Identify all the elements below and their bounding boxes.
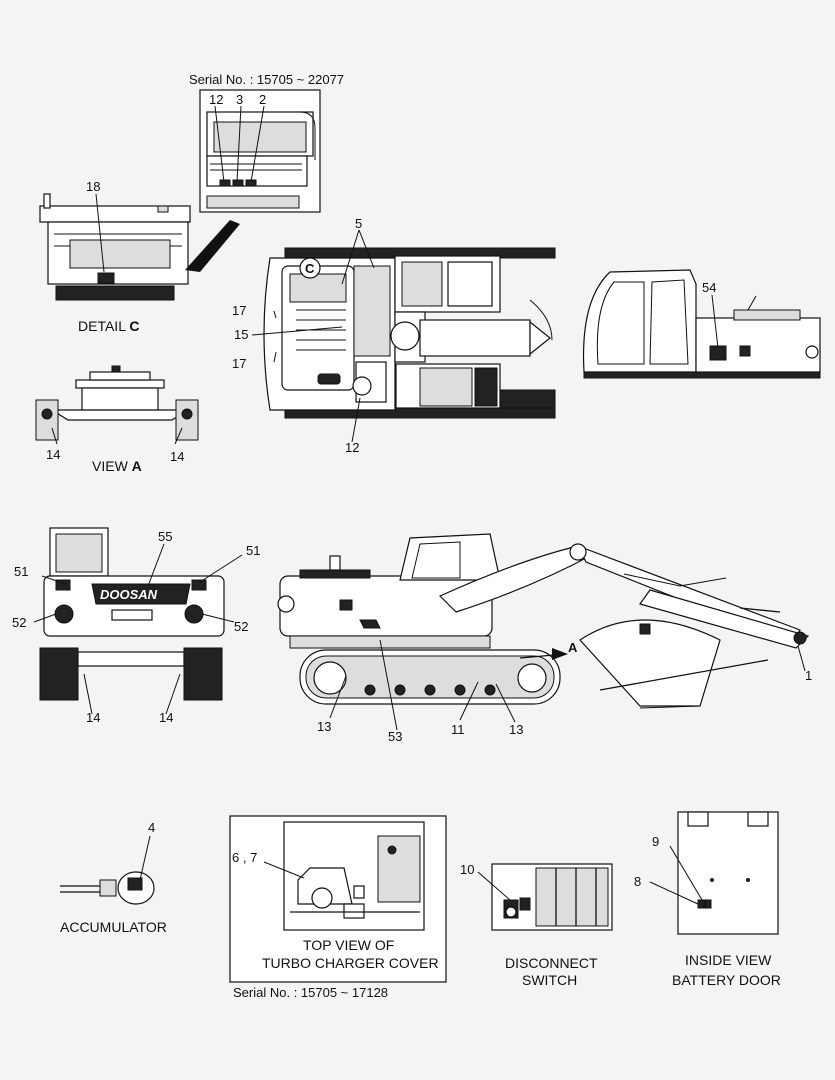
callout-17-bottom: 17 xyxy=(232,356,246,371)
callout-11: 11 xyxy=(451,722,465,737)
caption-turbo-line2: TURBO CHARGER COVER xyxy=(262,955,439,971)
caption-disconnect-line2: SWITCH xyxy=(522,972,577,988)
callout-54: 54 xyxy=(702,280,716,295)
rear-view-drawing: DOOSAN 55 51 51 52 52 14 14 xyxy=(12,527,260,725)
caption-detail-c: DETAIL C xyxy=(78,318,139,334)
callout-5: 5 xyxy=(355,216,362,231)
caption-turbo-line1: TOP VIEW OF xyxy=(303,937,394,953)
turbo-cover-panel: 6 , 7 TOP VIEW OF TURBO CHARGER COVER xyxy=(229,815,447,983)
callout-51-right: 51 xyxy=(246,543,260,558)
callout-9: 9 xyxy=(652,834,659,849)
callout-14-rear-right: 14 xyxy=(159,710,173,725)
callout-55: 55 xyxy=(158,529,172,544)
callout-4: 4 xyxy=(148,820,155,835)
callout-8: 8 xyxy=(634,874,641,889)
caption-battery-line1: INSIDE VIEW xyxy=(685,952,772,968)
callout-12-top-view: 12 xyxy=(345,440,359,455)
caption-disconnect-line1: DISCONNECT xyxy=(505,955,598,971)
serial-turbo: Serial No. : 15705 ~ 17128 xyxy=(233,985,388,1000)
callout-18: 18 xyxy=(86,179,100,194)
battery-door-drawing: 9 8 xyxy=(634,811,779,935)
callout-52-right: 52 xyxy=(234,619,248,634)
callout-3: 3 xyxy=(236,92,243,107)
callout-17-top: 17 xyxy=(232,303,246,318)
marker-c: C xyxy=(305,261,315,276)
detail-c-inset: 12 3 2 xyxy=(199,89,321,213)
main-excavator-drawing: A 1 13 53 11 13 xyxy=(277,533,812,744)
disconnect-switch-drawing: 10 xyxy=(460,862,613,931)
callout-14-view-a-right: 14 xyxy=(170,449,184,464)
caption-battery-line2: BATTERY DOOR xyxy=(672,972,781,988)
callout-52-left: 52 xyxy=(12,615,26,630)
caption-accumulator: ACCUMULATOR xyxy=(60,919,167,935)
marker-a: A xyxy=(568,640,578,655)
callout-14-view-a-left: 14 xyxy=(46,447,60,462)
callout-6-7: 6 , 7 xyxy=(232,850,257,865)
top-view-drawing: C 5 17 15 17 12 xyxy=(232,216,556,455)
side-view-drawing: 54 xyxy=(582,269,821,379)
callout-53: 53 xyxy=(388,729,402,744)
detail-c-drawing: 18 xyxy=(39,179,240,301)
caption-view-a: VIEW A xyxy=(92,458,142,474)
callout-51-left: 51 xyxy=(14,564,28,579)
callout-15: 15 xyxy=(234,327,248,342)
callout-10: 10 xyxy=(460,862,474,877)
callout-14-rear-left: 14 xyxy=(86,710,100,725)
serial-detail-c: Serial No. : 15705 ~ 22077 xyxy=(189,72,344,87)
callout-1: 1 xyxy=(805,668,812,683)
accumulator-drawing: 4 xyxy=(60,820,155,905)
brand-logo: DOOSAN xyxy=(100,587,158,602)
callout-13-right: 13 xyxy=(509,722,523,737)
callout-13-left: 13 xyxy=(317,719,331,734)
view-a-drawing: 14 14 xyxy=(35,365,199,464)
callout-2: 2 xyxy=(259,92,266,107)
callout-12-inset: 12 xyxy=(209,92,223,107)
